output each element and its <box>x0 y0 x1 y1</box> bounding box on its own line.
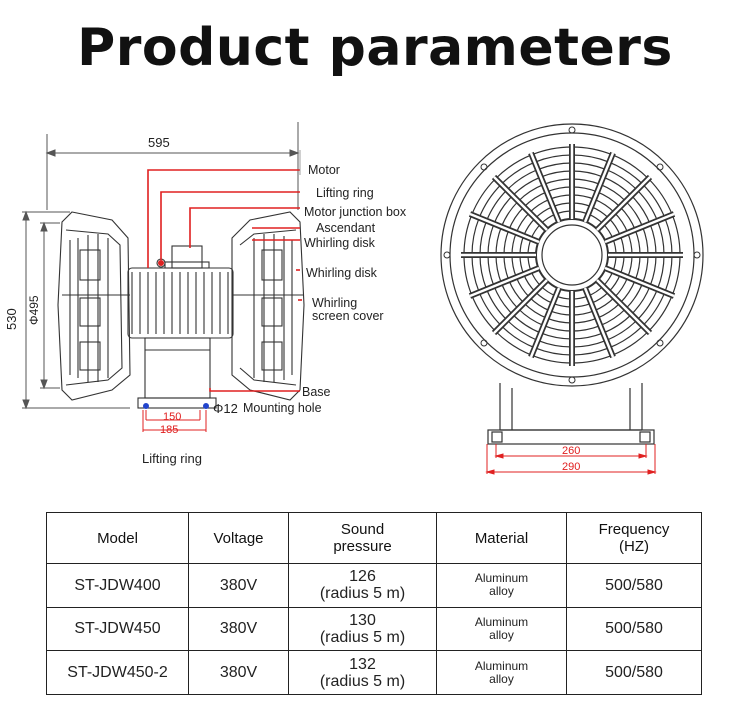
dim-height-label: 530 <box>4 308 19 330</box>
cell-frequency: 500/580 <box>566 606 702 652</box>
rim-bolts <box>443 126 701 384</box>
lifting-ring-dot <box>158 260 164 266</box>
cell-sound-pressure: 130(radius 5 m) <box>288 606 437 652</box>
page-title: Product parameters <box>77 18 673 78</box>
cell-model: ST-JDW400 <box>46 563 189 608</box>
header-model: Model <box>46 512 189 564</box>
callout-motor: Motor <box>308 163 340 177</box>
width-dimension <box>45 122 300 210</box>
callout-whirling-disk-1: Whirling disk <box>304 236 376 250</box>
header-frequency: Frequency(HZ) <box>566 512 702 564</box>
mounting-hole-left <box>143 403 149 409</box>
cell-frequency: 500/580 <box>566 563 702 608</box>
callout-ascendant: Ascendant <box>316 221 376 235</box>
callout-junction-box: Motor junction box <box>304 205 407 219</box>
front-spokes-inner <box>461 144 683 366</box>
dim-width-label: 595 <box>148 135 170 150</box>
callout-whirling-disk-2: Whirling disk <box>306 266 378 280</box>
callout-leaders <box>147 169 302 392</box>
cell-frequency: 500/580 <box>566 650 702 695</box>
cell-voltage: 380V <box>188 606 289 652</box>
table-row: ST-JDW450-2 380V 132(radius 5 m) Aluminu… <box>46 650 702 695</box>
mounting-hole-right <box>203 403 209 409</box>
front-dim-outer-label: 290 <box>562 461 580 473</box>
dim-base-outer-label: 185 <box>160 424 178 436</box>
header-material: Material <box>436 512 567 564</box>
cell-model: ST-JDW450 <box>46 606 189 652</box>
callout-lifting-ring: Lifting ring <box>316 186 374 200</box>
motor-body <box>127 245 234 409</box>
right-siren-head <box>231 211 305 401</box>
left-siren-head <box>57 211 131 401</box>
cell-sound-pressure: 132(radius 5 m) <box>288 650 437 695</box>
cell-voltage: 380V <box>188 563 289 608</box>
header-voltage: Voltage <box>188 512 289 564</box>
callout-mounting-hole: Mounting hole <box>243 401 322 415</box>
cell-model: ST-JDW450-2 <box>46 650 189 695</box>
dim-base-inner-label: 150 <box>163 411 181 423</box>
dim-diameter-label: Φ495 <box>27 295 41 325</box>
height-dimension <box>22 210 130 410</box>
front-stand <box>487 383 655 445</box>
cell-voltage: 380V <box>188 650 289 695</box>
callout-screen-cover-1: Whirling <box>312 296 357 310</box>
callout-screen-cover-2: screen cover <box>312 309 384 323</box>
base-dimension <box>142 410 207 432</box>
lifting-ring-caption: Lifting ring <box>142 451 202 466</box>
side-view-diagram: 595 530 Φ495 <box>4 122 407 436</box>
callout-base: Base <box>302 385 331 399</box>
dim-hole-label: Φ12 <box>213 401 238 416</box>
front-base-dimension <box>485 444 657 475</box>
front-view-diagram: 260 290 <box>440 123 704 475</box>
front-dim-inner-label: 260 <box>562 445 580 457</box>
cell-sound-pressure: 126(radius 5 m) <box>288 563 437 608</box>
